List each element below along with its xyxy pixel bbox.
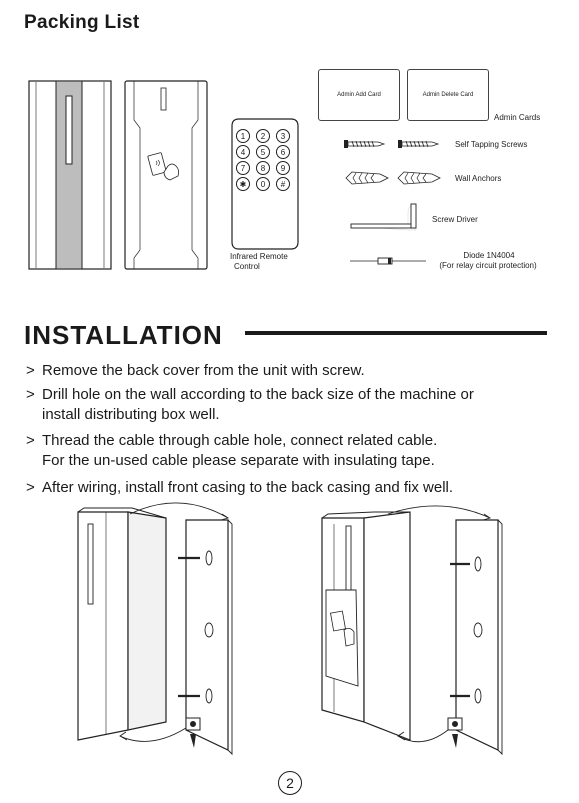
- step-text: Thread the cable through cable hole, con…: [42, 432, 438, 449]
- admin-cards-label: Admin Cards: [494, 113, 541, 122]
- step-3: > Thread the cable through cable hole, co…: [26, 431, 437, 471]
- step-4: > After wiring, install front casing to t…: [26, 478, 453, 498]
- bullet-arrow: >: [26, 362, 35, 379]
- self-tapping-screws-label: Self Tapping Screws: [455, 140, 528, 149]
- installation-title: INSTALLATION: [24, 320, 223, 350]
- step-text: After wiring, install front casing to th…: [42, 479, 454, 496]
- remote-key: 6: [276, 145, 290, 159]
- installation-diagram-left: [77, 502, 233, 756]
- step-text: Remove the back cover from the unit with…: [42, 362, 365, 379]
- screw-driver-label: Screw Driver: [432, 215, 478, 224]
- step-2: > Drill hole on the wall according to the…: [26, 385, 474, 425]
- remote-key: 8: [256, 161, 270, 175]
- diode-label: Diode 1N4004: [463, 251, 515, 260]
- remote-key: #: [276, 177, 290, 191]
- installation-diagram-right: [321, 505, 503, 756]
- bullet-arrow: >: [26, 386, 35, 403]
- device-front-illustration: [28, 80, 112, 270]
- wall-anchors-label: Wall Anchors: [455, 174, 502, 183]
- remote-key: 9: [276, 161, 290, 175]
- admin-delete-card: Admin Delete Card: [407, 69, 489, 121]
- diode-note: (For relay circuit protection): [439, 261, 537, 270]
- diode-illustration: [350, 257, 426, 265]
- remote-key: 0: [256, 177, 270, 191]
- remote-key: 2: [256, 129, 270, 143]
- remote-key: 7: [236, 161, 250, 175]
- step-text-continued: For the un-used cable please separate wi…: [42, 452, 435, 469]
- screw-driver-illustration: [350, 203, 417, 231]
- remote-key: ✱: [236, 177, 250, 191]
- self-tapping-screws-illustration: [344, 140, 440, 148]
- packing-list-title: Packing List: [24, 12, 140, 33]
- step-text-continued: install distributing box well.: [42, 406, 220, 423]
- remote-label-line2: Control: [234, 262, 260, 271]
- remote-keypad: 1 2 3 4 5 6 7 8 9 ✱ 0 #: [236, 129, 292, 191]
- remote-key: 3: [276, 129, 290, 143]
- step-1: > Remove the back cover from the unit wit…: [26, 361, 365, 381]
- remote-key: 1: [236, 129, 250, 143]
- remote-label-line1: Infrared Remote: [230, 252, 288, 261]
- bullet-arrow: >: [26, 479, 35, 496]
- page-number: 2: [278, 771, 302, 795]
- bullet-arrow: >: [26, 432, 35, 449]
- device-back-illustration: [124, 80, 208, 270]
- remote-key: 5: [256, 145, 270, 159]
- step-text: Drill hole on the wall according to the …: [42, 386, 474, 403]
- section-divider: [245, 331, 547, 335]
- admin-add-card: Admin Add Card: [318, 69, 400, 121]
- wall-anchors-illustration: [345, 171, 441, 185]
- remote-key: 4: [236, 145, 250, 159]
